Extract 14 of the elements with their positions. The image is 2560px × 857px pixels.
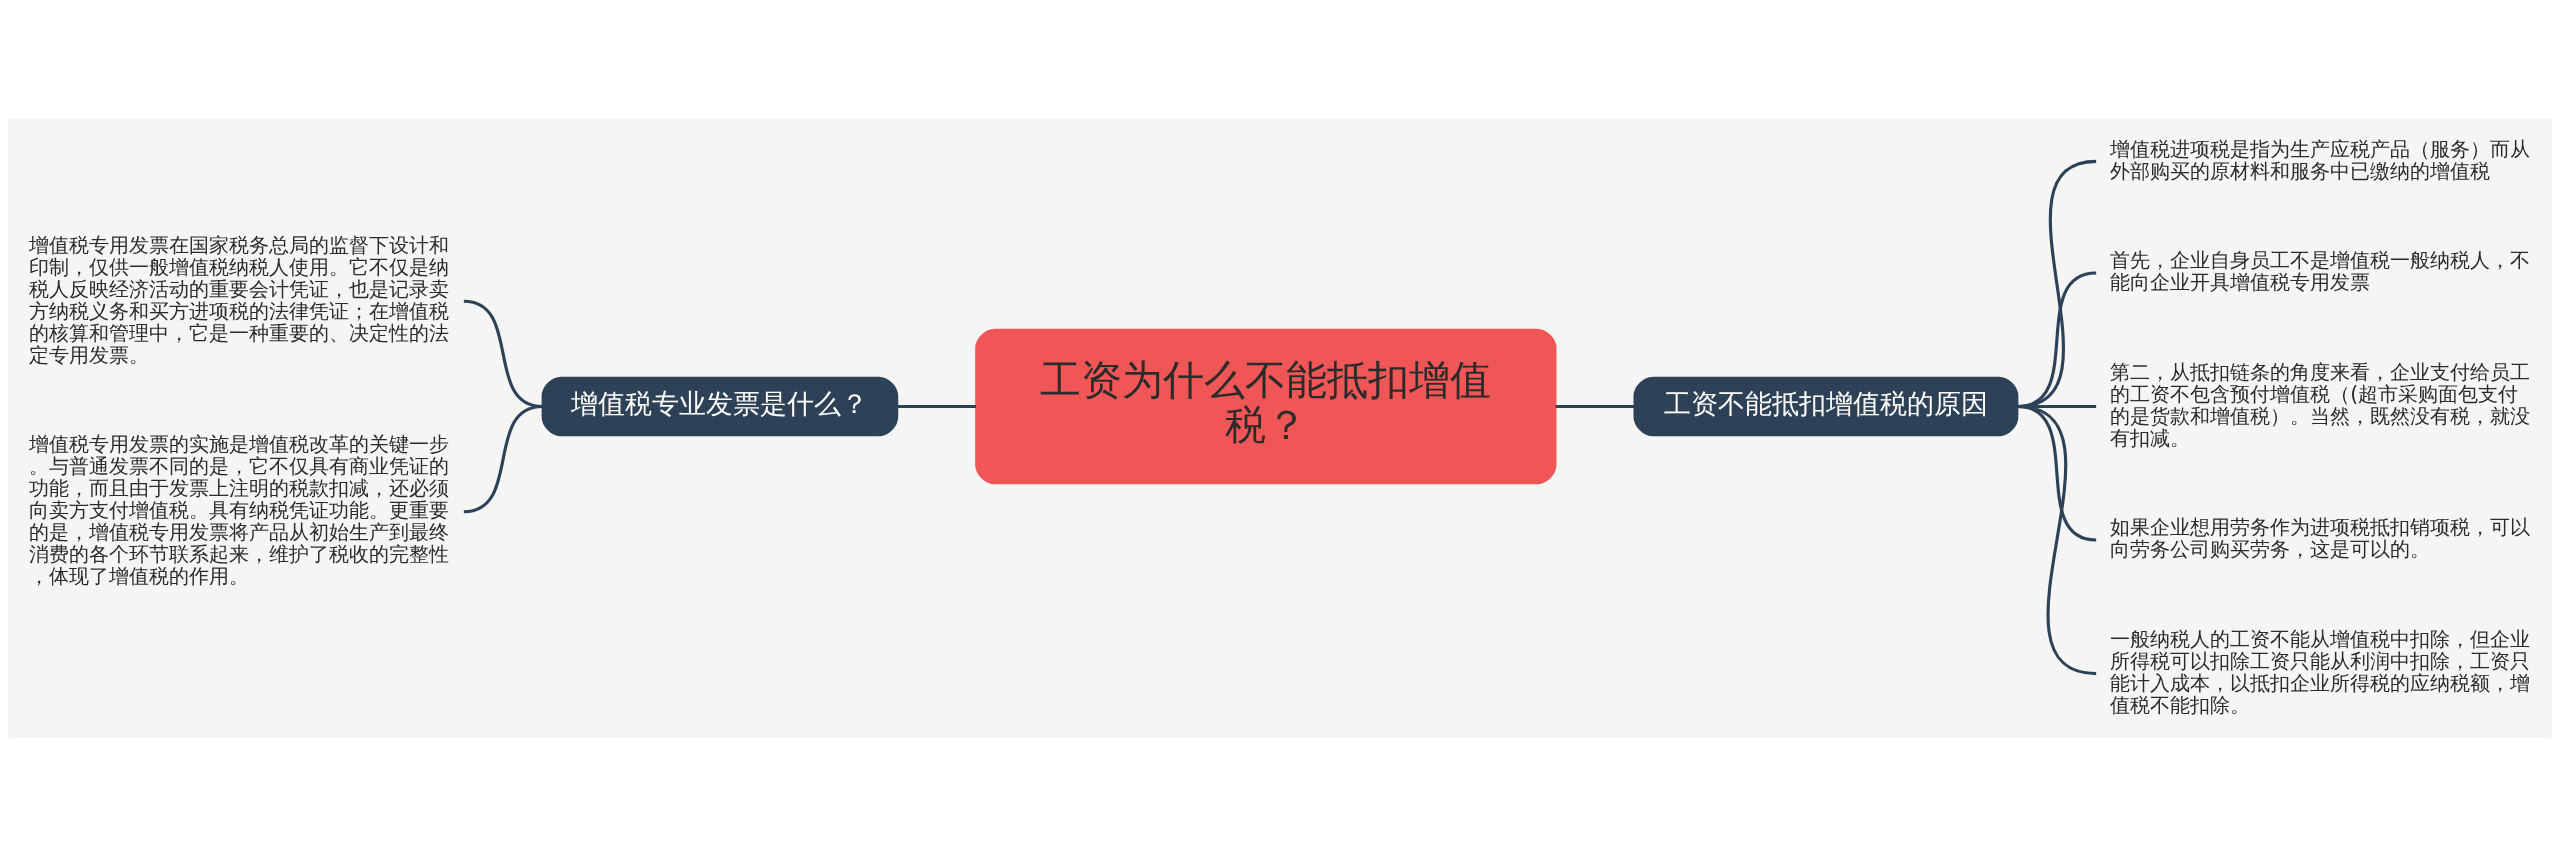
- connector: [1555, 404, 1635, 409]
- node-text: 一般纳税人的工资不能从增值税中扣除，但企业所得税可以扣除工资只能从利润中扣除，工资只能计入成本，以抵扣企业所得税的应纳税额，增值税不能扣除。: [2110, 626, 2531, 717]
- node-text: 如果企业想用劳务作为进项税抵扣销项税，可以向劳务公司购买劳务，这是可以的。: [2110, 515, 2531, 562]
- node-text: 增值税专用发票的实施是增值税改革的关键一步。与普通发票不同的是，它不仅具有商业凭证的功能，而且由于发票上注明的税款扣减，还必须向卖方支付增值税。具有纳税凭证功能。更重要的是，增值税专用发票将产品从初始生产到最终消费的各个环节联系起来，维护了税收的完整性，体现了增值税的作用。: [28, 432, 449, 589]
- node-box: 工资为什么不能抵扣增值税？: [975, 328, 1557, 485]
- node-text: 增值税进项税是指为生产应税产品（服务）而从外部购买的原材料和服务中已缴纳的增值税: [2110, 136, 2531, 183]
- connector: [463, 404, 543, 514]
- node-text: 增值税专用发票在国家税务总局的监督下设计和印制，仅供一般增值税纳税人使用。它不仅是纳税人反映经济活动的重要会计凭证，也是记录卖方纳税义务和买方进项税的法律凭证；在增值税的核算和管理中，它是一种重要的、决定性的法定专用发票。: [28, 232, 449, 367]
- connector: [897, 404, 976, 409]
- node-text: 第二，从抵扣链条的角度来看，企业支付给员工的工资不包含预付增值税（(超市采购面包支付的是货款和增值税）。当然，既然没有税，就没有扣减。: [2110, 359, 2531, 450]
- node-box: 工资不能抵扣增值税的原因: [1633, 376, 2019, 437]
- node-text: 首先，企业自身员工不是增值税一般纳税人，不能向企业开具增值税专用发票: [2110, 248, 2531, 295]
- connector: [2017, 404, 2097, 676]
- node-box: 增值税专业发票是什么？: [541, 376, 899, 437]
